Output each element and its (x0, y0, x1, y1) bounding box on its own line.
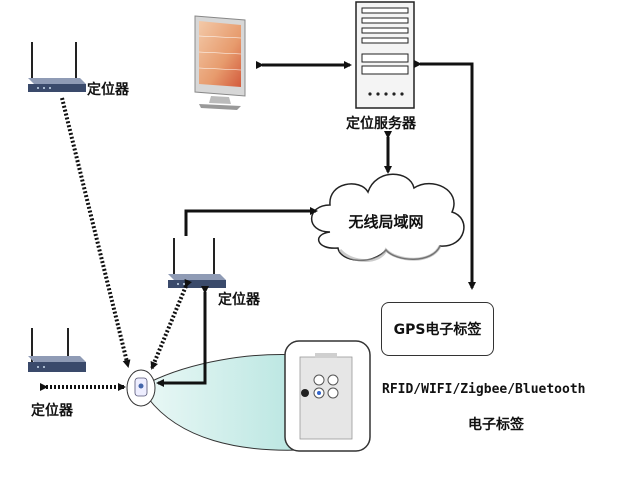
locator-label-top: 定位器 (87, 82, 129, 98)
rfid-tag-label: 电子标签 (468, 417, 524, 433)
tag-zoom-beam (147, 354, 301, 451)
wireless-link-mid (150, 278, 192, 370)
gps-tag-box: GPS电子标签 (381, 302, 494, 356)
server-tower-icon (355, 1, 415, 109)
server-gps-link (414, 60, 476, 290)
monitor-icon (194, 15, 246, 110)
wlan-label: 无线局域网 (348, 213, 424, 231)
router-cloud-link (184, 207, 318, 236)
wireless-link-top (60, 97, 131, 368)
locator-label-bottom: 定位器 (31, 403, 73, 419)
router-tag-link (156, 286, 209, 387)
router-icon (28, 42, 86, 92)
tag-card-icon (284, 340, 371, 452)
server-label: 定位服务器 (346, 116, 416, 132)
router-icon (168, 238, 226, 288)
gps-tag-label: GPS电子标签 (393, 322, 482, 338)
rfid-protocols-label: RFID/WIFI/Zigbee/Bluetooth (382, 382, 586, 397)
locator-label-mid: 定位器 (218, 292, 260, 308)
tag-device-icon (126, 369, 156, 407)
router-icon (28, 328, 86, 372)
